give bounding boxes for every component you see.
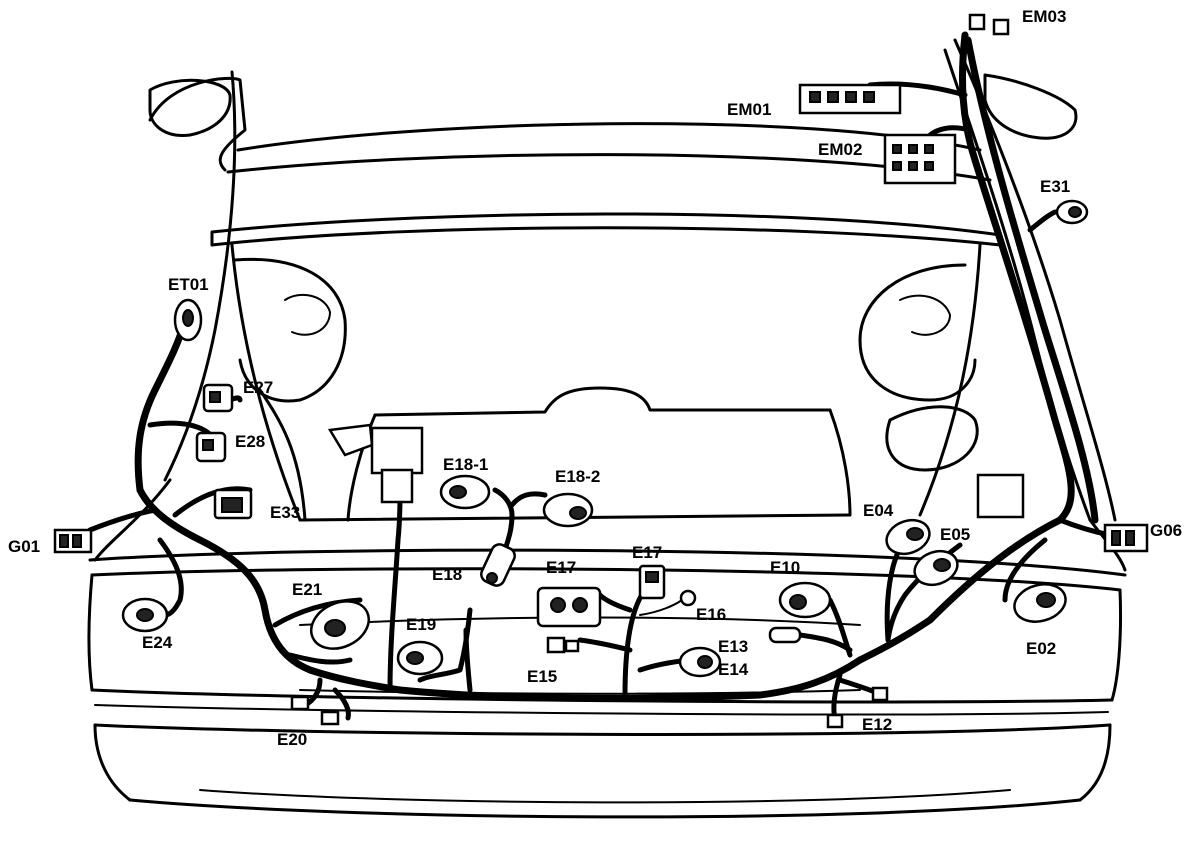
label-e28: E28 bbox=[235, 432, 265, 451]
label-e17-left: E17 bbox=[546, 558, 576, 577]
label-e16: E16 bbox=[696, 605, 726, 624]
label-e05: E05 bbox=[940, 525, 970, 544]
label-e18-1: E18-1 bbox=[443, 455, 488, 474]
connector-e33 bbox=[213, 488, 253, 520]
label-e13: E13 bbox=[718, 637, 748, 656]
connector-e18-2 bbox=[542, 492, 594, 528]
label-e15: E15 bbox=[527, 667, 557, 686]
connector-g01 bbox=[53, 528, 93, 554]
connector-e19 bbox=[396, 640, 444, 676]
connectors bbox=[53, 13, 1149, 729]
label-e31: E31 bbox=[1040, 177, 1070, 196]
car-body bbox=[87, 38, 1127, 819]
label-g06: G06 bbox=[1150, 521, 1182, 540]
connector-e02 bbox=[1013, 583, 1067, 623]
connector-e10 bbox=[778, 581, 832, 619]
connector-em03 bbox=[968, 13, 1010, 36]
connector-e18 bbox=[480, 543, 516, 587]
connector-e28 bbox=[195, 431, 227, 463]
label-e24: E24 bbox=[142, 633, 173, 652]
label-e04: E04 bbox=[863, 501, 894, 520]
connector-e21 bbox=[310, 600, 370, 650]
label-e27: E27 bbox=[243, 378, 273, 397]
connector-e05 bbox=[913, 549, 959, 587]
label-et01: ET01 bbox=[168, 275, 209, 294]
label-e33: E33 bbox=[270, 503, 300, 522]
connector-e27 bbox=[202, 383, 234, 413]
connector-labels: EM03 EM01 EM02 E31 ET01 E27 E28 E33 G01 … bbox=[8, 7, 1182, 749]
connector-em01 bbox=[798, 83, 902, 115]
connector-e16 bbox=[679, 589, 697, 607]
label-e18: E18 bbox=[432, 565, 462, 584]
connector-e04 bbox=[885, 518, 931, 556]
label-e18-2: E18-2 bbox=[555, 467, 600, 486]
label-e21: E21 bbox=[292, 580, 322, 599]
label-em02: EM02 bbox=[818, 140, 862, 159]
connector-e31 bbox=[1055, 199, 1089, 225]
label-e12: E12 bbox=[862, 715, 892, 734]
connector-e18-1 bbox=[439, 474, 491, 510]
connector-e12 bbox=[826, 686, 889, 729]
label-e19: E19 bbox=[406, 615, 436, 634]
label-g01: G01 bbox=[8, 537, 40, 556]
label-e20: E20 bbox=[277, 730, 307, 749]
label-em03: EM03 bbox=[1022, 7, 1066, 26]
connector-e17-left bbox=[536, 586, 602, 628]
connector-e14 bbox=[678, 646, 722, 678]
connector-e24 bbox=[121, 597, 169, 633]
connector-et01 bbox=[173, 298, 203, 342]
connector-em02 bbox=[883, 133, 957, 185]
connector-e17-right bbox=[638, 564, 666, 600]
label-e17-right: E17 bbox=[632, 543, 662, 562]
relay-box bbox=[327, 423, 424, 504]
label-e02: E02 bbox=[1026, 639, 1056, 658]
relay-block-right bbox=[976, 473, 1025, 519]
label-e14: E14 bbox=[718, 660, 749, 679]
label-e10: E10 bbox=[770, 558, 800, 577]
connector-e15 bbox=[546, 636, 580, 654]
connector-e20 bbox=[290, 695, 340, 726]
connector-g06 bbox=[1103, 523, 1149, 553]
connector-e13 bbox=[768, 626, 802, 644]
label-em01: EM01 bbox=[727, 100, 771, 119]
